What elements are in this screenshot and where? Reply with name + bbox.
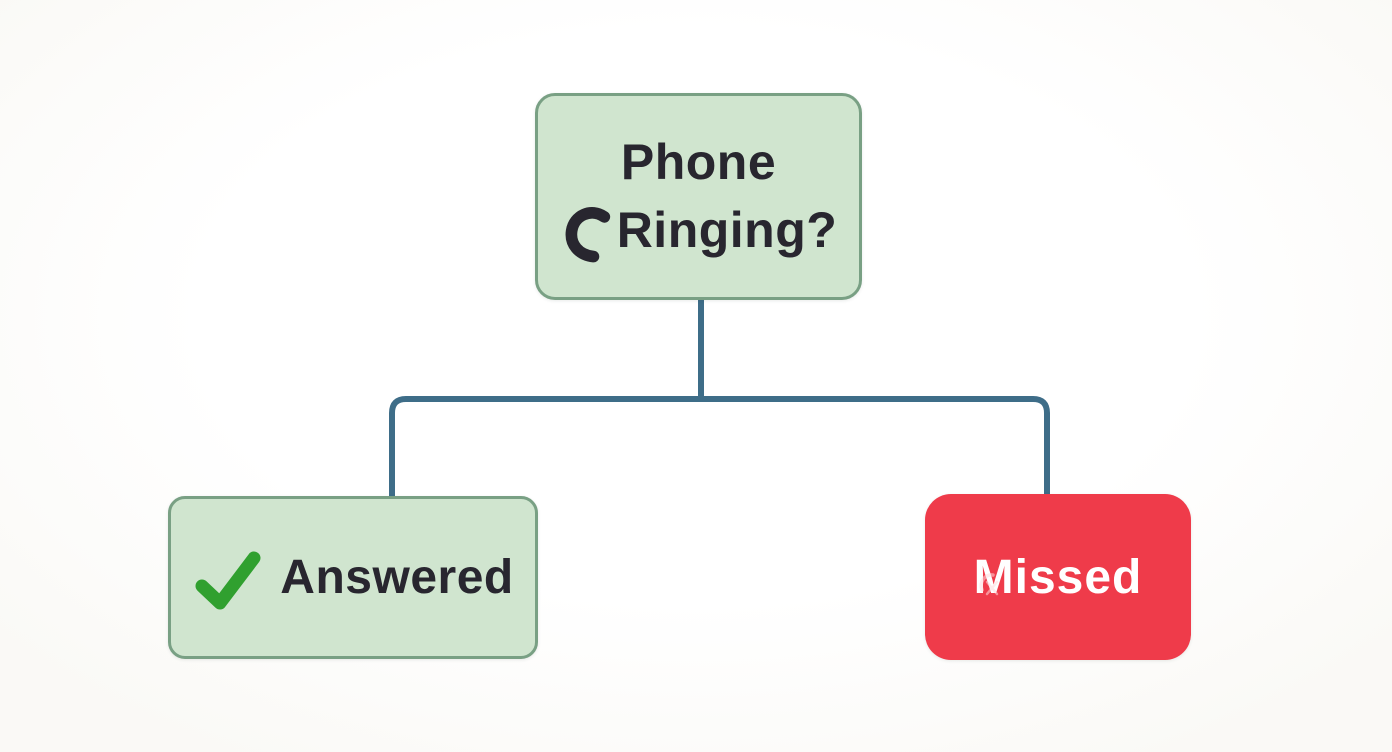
connector-branch — [389, 396, 1050, 498]
node-answered: Answered — [168, 496, 538, 659]
node-phone-ringing: Phone Ringing? — [535, 93, 862, 300]
phone-ringing-label-line2-row: Ringing? — [560, 201, 838, 263]
phone-ringing-label-line1: Phone — [620, 133, 777, 190]
answered-label: Answered — [280, 551, 514, 604]
answered-row: Answered — [192, 542, 513, 614]
missed-label: Missed — [973, 550, 1143, 604]
phone-ringing-label-line2: Ringing? — [616, 201, 838, 258]
phone-receiver-icon — [565, 207, 610, 263]
check-icon — [195, 551, 261, 609]
node-missed: Missed — [925, 494, 1191, 660]
